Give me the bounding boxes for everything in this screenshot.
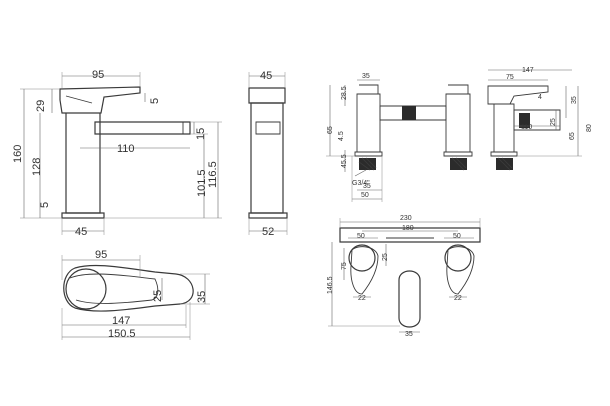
dim-front-base: 52 bbox=[262, 226, 274, 238]
svg-text:35: 35 bbox=[363, 183, 371, 190]
bath-filler-front-view: 35 28.5 65 4.5 45.5 G3/4" 35 50 bbox=[326, 73, 473, 202]
svg-text:4: 4 bbox=[538, 94, 542, 101]
svg-text:35: 35 bbox=[362, 73, 370, 80]
dim-spout-reach: 110 bbox=[117, 143, 135, 155]
svg-text:45.5: 45.5 bbox=[341, 154, 348, 168]
spout-outlet bbox=[402, 106, 416, 120]
plan-right-lever-base bbox=[444, 244, 472, 272]
left-pillar bbox=[356, 93, 381, 153]
svg-text:230: 230 bbox=[400, 215, 412, 222]
dim-plan-overall-ext: 150.5 bbox=[108, 328, 136, 340]
side-pillar bbox=[493, 103, 515, 153]
front-elevation-view: 45 52 bbox=[248, 70, 288, 238]
right-pillar bbox=[445, 93, 471, 153]
svg-text:65: 65 bbox=[327, 126, 334, 134]
svg-text:28.5: 28.5 bbox=[341, 86, 348, 100]
plan-left-lever bbox=[350, 246, 379, 295]
dim-plan-body-width: 35 bbox=[196, 291, 208, 303]
plan-body-circle bbox=[65, 268, 107, 310]
side-elevation-view: 95 29 5 160 128 5 110 15 101.5 116.5 45 bbox=[12, 69, 222, 238]
dim-total-to-lever: 116.5 bbox=[207, 161, 219, 188]
plan-view: 95 25 35 147 150.5 bbox=[61, 249, 210, 340]
plan-lever bbox=[69, 273, 159, 304]
svg-text:35: 35 bbox=[405, 331, 413, 338]
dim-body-height: 128 bbox=[31, 158, 43, 176]
plan-left-lever-base bbox=[348, 244, 376, 272]
bath-filler-plan-view: 230 180 50 50 75 146.5 25 22 22 35 bbox=[327, 215, 481, 338]
front-spout bbox=[255, 121, 281, 135]
plan-deck-bar bbox=[339, 227, 481, 243]
front-body bbox=[250, 102, 284, 214]
dim-base-width: 45 bbox=[75, 226, 87, 238]
dim-plan-lever-length: 95 bbox=[95, 249, 107, 261]
plan-spout bbox=[398, 270, 421, 328]
dim-overall-height: 160 bbox=[12, 145, 24, 163]
svg-text:25: 25 bbox=[382, 253, 389, 261]
front-base bbox=[248, 212, 288, 219]
dim-plan-overall: 147 bbox=[112, 315, 130, 327]
svg-text:180: 180 bbox=[402, 225, 414, 232]
svg-text:4.5: 4.5 bbox=[338, 131, 345, 141]
dim-lever-gap: 5 bbox=[149, 98, 161, 104]
tap-base bbox=[61, 212, 105, 219]
dim-base-height: 5 bbox=[39, 202, 51, 208]
svg-text:80: 80 bbox=[586, 124, 593, 132]
lever-handle bbox=[59, 86, 141, 114]
dim-top-offset: 29 bbox=[35, 100, 47, 112]
side-lever bbox=[487, 85, 549, 105]
dim-spout-width: 95 bbox=[92, 69, 104, 81]
plan-outline bbox=[63, 264, 194, 312]
svg-text:147: 147 bbox=[522, 67, 534, 74]
svg-text:G3/4": G3/4" bbox=[352, 180, 370, 187]
svg-text:50: 50 bbox=[453, 233, 461, 240]
svg-text:25: 25 bbox=[550, 118, 557, 126]
plan-right-lever bbox=[446, 246, 475, 295]
svg-text:146.5: 146.5 bbox=[327, 276, 334, 294]
svg-text:110: 110 bbox=[521, 124, 532, 131]
front-lever bbox=[248, 87, 286, 104]
dim-plan-lever-width: 25 bbox=[152, 290, 164, 302]
dim-front-top: 45 bbox=[260, 70, 272, 82]
svg-text:75: 75 bbox=[506, 74, 514, 81]
svg-text:35: 35 bbox=[571, 96, 578, 104]
svg-text:50: 50 bbox=[361, 192, 369, 199]
bath-filler-side-view: 147 75 4 35 25 110 65 80 bbox=[487, 67, 593, 171]
svg-text:22: 22 bbox=[454, 295, 462, 302]
svg-text:75: 75 bbox=[341, 262, 348, 270]
lever-crease bbox=[65, 95, 93, 104]
svg-text:22: 22 bbox=[358, 295, 366, 302]
spout bbox=[94, 121, 191, 135]
dim-spout-height: 101.5 bbox=[196, 169, 208, 197]
side-spout bbox=[513, 109, 561, 131]
svg-text:50: 50 bbox=[357, 233, 365, 240]
svg-text:65: 65 bbox=[569, 132, 576, 140]
